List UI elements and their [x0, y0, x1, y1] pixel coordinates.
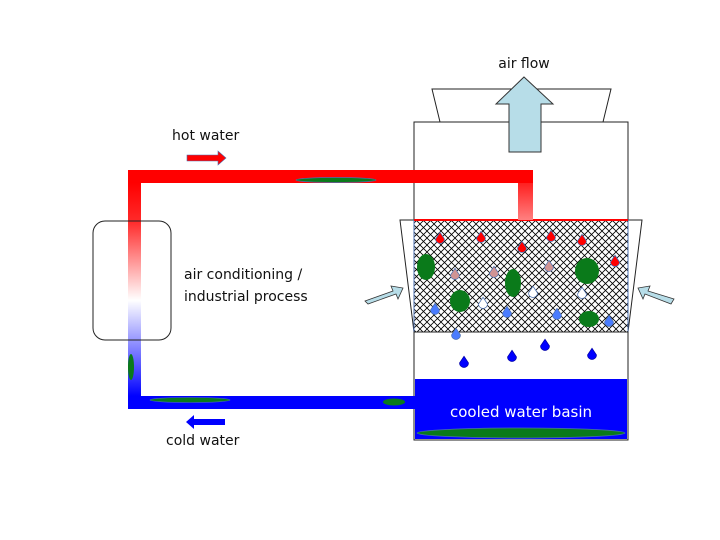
water-droplet: [459, 355, 469, 368]
process-label-line2: industrial process: [184, 289, 308, 305]
process-label-line1: air conditioning /: [184, 267, 303, 283]
process-box: [92, 220, 172, 341]
water-droplet: [451, 327, 461, 340]
pipe-biofilm: [295, 177, 377, 183]
pipe-biofilm: [149, 397, 231, 403]
pipe-biofilm: [128, 354, 134, 380]
water-droplet: [507, 349, 517, 362]
fill-droplets-group: [430, 229, 620, 340]
water-droplet: [604, 314, 614, 327]
hot-water-label: hot water: [172, 128, 240, 144]
fill-biofilm: [575, 258, 599, 284]
cold-water-label: cold water: [166, 433, 240, 449]
fill-biofilm: [450, 290, 470, 312]
water-droplet: [610, 254, 620, 267]
water-droplet: [544, 259, 554, 272]
fill-biofilm-group: [417, 254, 599, 327]
water-droplet: [540, 338, 550, 351]
water-droplet: [517, 240, 527, 253]
hot-water-riser: [518, 183, 533, 220]
falling-droplets-group: [459, 338, 597, 368]
pipe-biofilm: [383, 398, 405, 406]
water-droplet: [577, 286, 587, 299]
water-droplet: [502, 305, 512, 318]
hot-water-arrow-icon: [186, 150, 227, 166]
air-flow-label: air flow: [498, 56, 550, 72]
air-intake-right-arrow-icon: [637, 285, 675, 305]
water-droplet: [577, 233, 587, 246]
water-droplet: [528, 285, 538, 298]
water-droplet: [552, 307, 562, 320]
return-pipe-vertical: [128, 183, 141, 396]
fill-biofilm: [417, 254, 435, 280]
water-droplet: [435, 231, 445, 244]
water-droplet: [450, 267, 460, 280]
water-droplet: [587, 347, 597, 360]
water-droplet: [478, 296, 488, 309]
water-droplet: [546, 229, 556, 242]
water-droplet: [430, 302, 440, 315]
fill-biofilm: [505, 269, 521, 297]
air-intake-left-arrow-icon: [364, 285, 404, 305]
water-droplet: [476, 230, 486, 243]
water-droplet: [489, 265, 499, 278]
air-flow-up-arrow-icon: [494, 76, 555, 153]
basin-label: cooled water basin: [450, 403, 592, 421]
cold-water-arrow-icon: [186, 415, 225, 429]
fill-biofilm: [579, 311, 599, 327]
basin-biofilm: [416, 427, 626, 439]
